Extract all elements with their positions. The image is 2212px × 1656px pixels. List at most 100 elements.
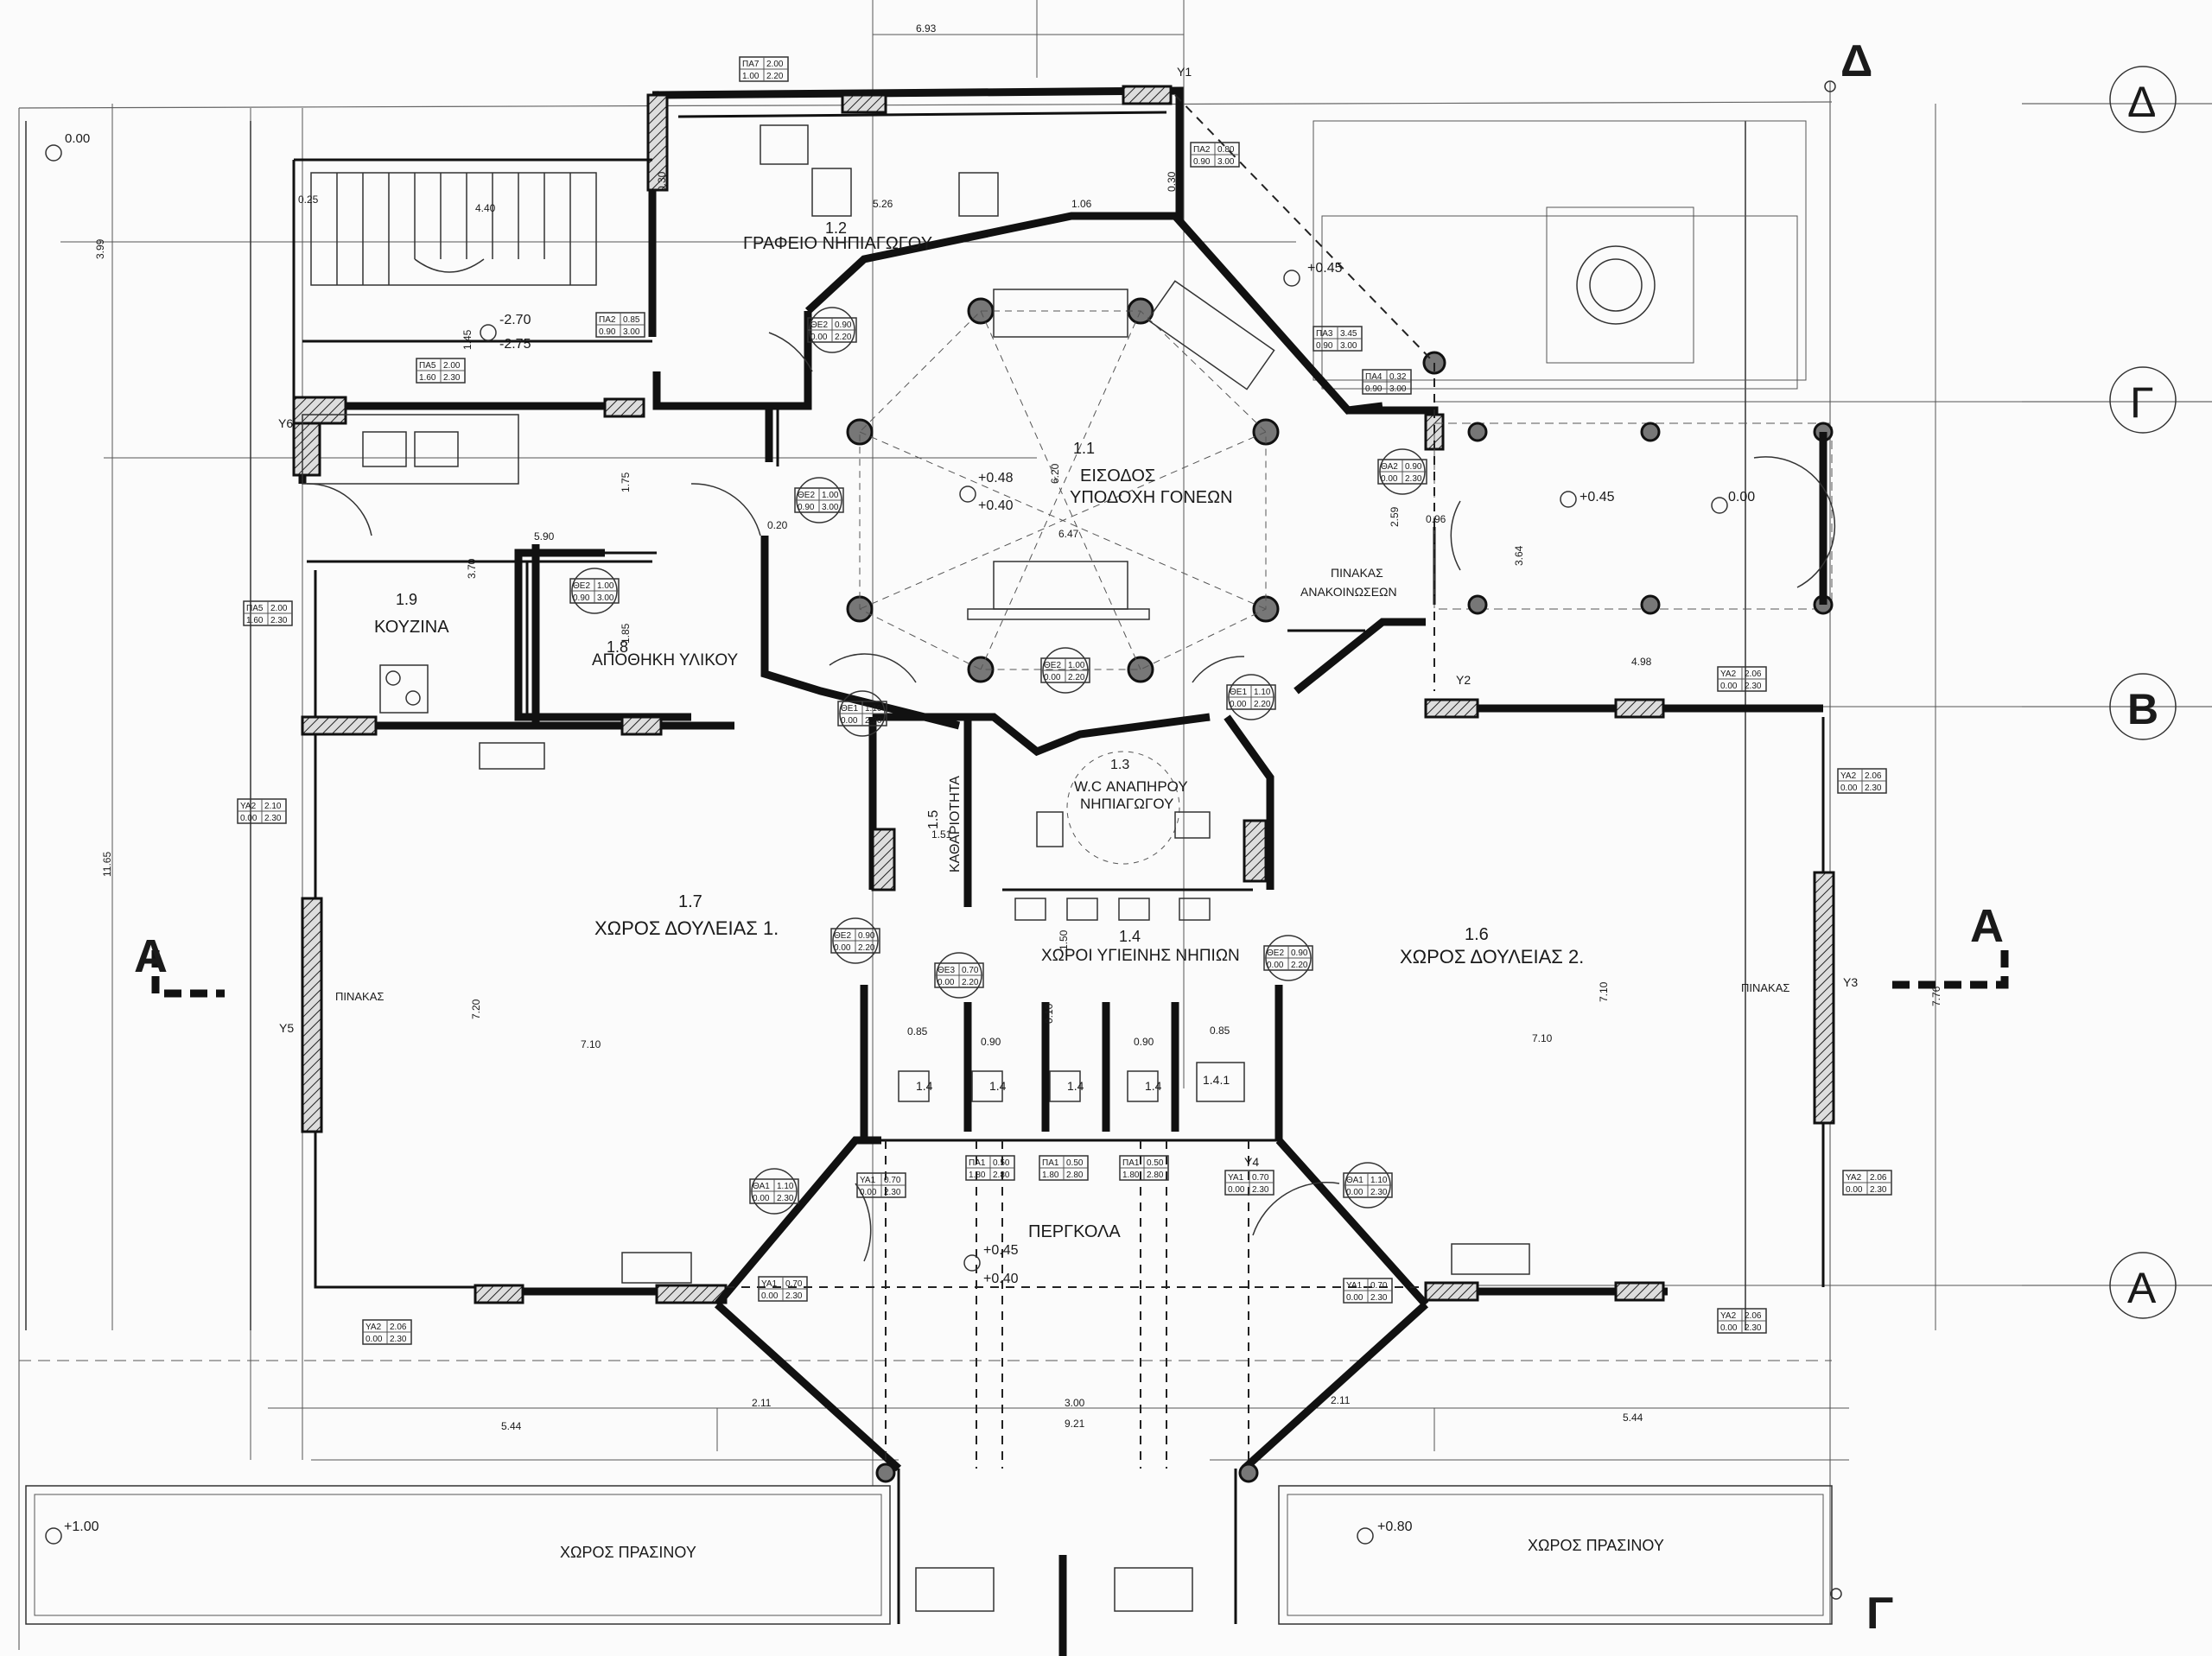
dim-693: 6.93	[916, 22, 937, 35]
window-tag-pa5b-c1: ΠΑ5	[246, 604, 264, 613]
window-tag-pa5b-c2: 2.00	[270, 604, 288, 613]
window-tag-ya2_r-c3: 0.00	[1840, 784, 1858, 793]
toilet-cubicles	[860, 985, 1283, 1142]
grid-circle-g	[2109, 366, 2177, 434]
door-tag-te1_b-c1: ΘΕ1	[1230, 688, 1247, 697]
dim-259: 2.59	[1389, 506, 1401, 527]
door-tag-ta1_l-c1: ΘΑ1	[753, 1182, 770, 1191]
window-tag-ya1_bl-c4: 2.30	[785, 1291, 803, 1301]
room-1-3-num: 1.3	[1110, 758, 1129, 772]
door-tag-ta2-c2: 0.90	[1405, 462, 1422, 472]
window-tag-ya2_l-c4: 2.30	[264, 814, 282, 823]
level-minus-275: -2.75	[499, 337, 531, 352]
window-tag-pa5a-c4: 2.30	[443, 373, 461, 383]
door-tag-te1_b-c4: 2.20	[1254, 700, 1271, 709]
room-1-1-name1: ΕΙΣΟΔΟΣ	[1080, 466, 1155, 485]
window-tag-pa2a-c3: 0.90	[1193, 157, 1211, 167]
dim-1165: 11.65	[101, 852, 113, 877]
room-1-3-name2: ΝΗΠΙΑΓΩΓΟΥ	[1080, 796, 1173, 812]
door-tag-te3-c2: 0.70	[962, 966, 979, 975]
window-tag-ya1_br-c1: ΥΑ1	[1346, 1281, 1363, 1291]
window-tag-ya2_l-c2: 2.10	[264, 802, 282, 811]
window-tag-ya2_bl-c4: 2.30	[390, 1335, 407, 1344]
panel-right-label: ΠΙΝΑΚΑΣ	[1741, 981, 1789, 994]
window-tag-ya2_br-c2: 2.06	[1745, 1311, 1762, 1321]
window-tag-pa1b-c3: 1.80	[1042, 1171, 1059, 1180]
door-tag-te2_c-c1: ΘΕ2	[573, 581, 590, 591]
door-tag-ta1_r-c2: 1.10	[1370, 1176, 1388, 1185]
dim-300: 3.00	[1065, 1397, 1085, 1409]
window-tag-ya2_bl-c2: 2.06	[390, 1323, 407, 1332]
dim-185: 1.85	[620, 623, 632, 644]
door-tag-te2_e-c2: 0.90	[858, 931, 875, 941]
stairs	[310, 172, 597, 286]
door-tag-ta2-c3: 0.00	[1381, 474, 1398, 484]
dim-151: 1.51	[931, 828, 952, 841]
window-tag-pa3-c3: 0.90	[1316, 341, 1333, 351]
grid-markers	[1824, 66, 2177, 1600]
level-048: +0.48	[978, 471, 1014, 485]
dim-710-l: 7.10	[581, 1038, 601, 1050]
window-tag-pa2b-c3: 0.90	[599, 327, 616, 337]
level-040: +0.40	[978, 498, 1014, 513]
level-045-porch: +0.45	[1580, 490, 1615, 504]
grid-label-g-bottom: Γ	[1866, 1589, 1893, 1639]
window-tag-ya2_r-c2: 2.06	[1865, 771, 1882, 781]
window-tag-pa4-c4: 3.00	[1389, 384, 1407, 394]
dim-211-r: 2.11	[1331, 1394, 1351, 1406]
green-areas	[25, 1485, 1833, 1625]
window-tag-ya2_l-c1: ΥΑ2	[240, 802, 257, 811]
window-tag-pa7-c1: ΠΑ7	[742, 60, 760, 69]
window-tag-pa3-c1: ΠΑ3	[1316, 329, 1333, 339]
window-tag-ya2_r2-c2: 2.06	[1870, 1173, 1887, 1183]
window-tag-ya1_l-c4: 2.30	[884, 1188, 901, 1197]
window-tag-ya1_r-c1: ΥΑ1	[1228, 1173, 1244, 1183]
window-tag-pa7-c4: 2.20	[766, 72, 784, 81]
door-tag-te2_a-c1: ΘΕ2	[810, 320, 828, 330]
door-tag-te2_e-c3: 0.00	[834, 943, 851, 953]
window-tag-pa4-c2: 0.32	[1389, 372, 1407, 382]
door-tag-te2_a-c4: 2.20	[835, 333, 852, 342]
dim-145: 1.45	[461, 329, 474, 350]
dim-399: 3.99	[94, 238, 106, 259]
door-tag-ta2-c1: ΘΑ2	[1381, 462, 1398, 472]
dim-364: 3.64	[1513, 545, 1525, 566]
window-tag-ya2_br-c1: ΥΑ2	[1720, 1311, 1737, 1321]
window-tag-ya1_r-c2: 0.70	[1252, 1173, 1269, 1183]
window-tag-ya1_br-c3: 0.00	[1346, 1293, 1363, 1303]
column-tag-y5: Υ5	[279, 1021, 294, 1035]
door-tag-te2_e-c4: 2.20	[858, 943, 875, 953]
window-tag-pa2a-c1: ΠΑ2	[1193, 145, 1211, 155]
dim-090-b: 0.90	[1134, 1036, 1154, 1048]
level-000-tl: 0.00	[65, 131, 90, 146]
window-tag-pa5a-c3: 1.60	[419, 373, 436, 383]
column-tag-y6: Υ6	[278, 416, 293, 430]
room-1-9-num: 1.9	[396, 591, 417, 608]
room-1-7-name: ΧΩΡΟΣ ΔΟΥΛΕΙΑΣ 1.	[594, 917, 779, 939]
window-tag-pa1a-c3: 1.80	[969, 1171, 986, 1180]
door-tag-te1_a-c2: 1.10	[865, 704, 882, 714]
dim-025: 0.25	[298, 194, 319, 206]
grid-label-g: Γ	[2130, 378, 2154, 427]
room-1-6-num: 1.6	[1465, 925, 1489, 944]
window-tag-pa1a-c1: ΠΑ1	[969, 1158, 986, 1168]
column-tag-y1: Υ1	[1177, 65, 1192, 79]
window-tag-pa4-c1: ΠΑ4	[1365, 372, 1382, 382]
kitchen-walls	[302, 414, 657, 726]
room-1-4-num: 1.4	[1119, 928, 1141, 945]
